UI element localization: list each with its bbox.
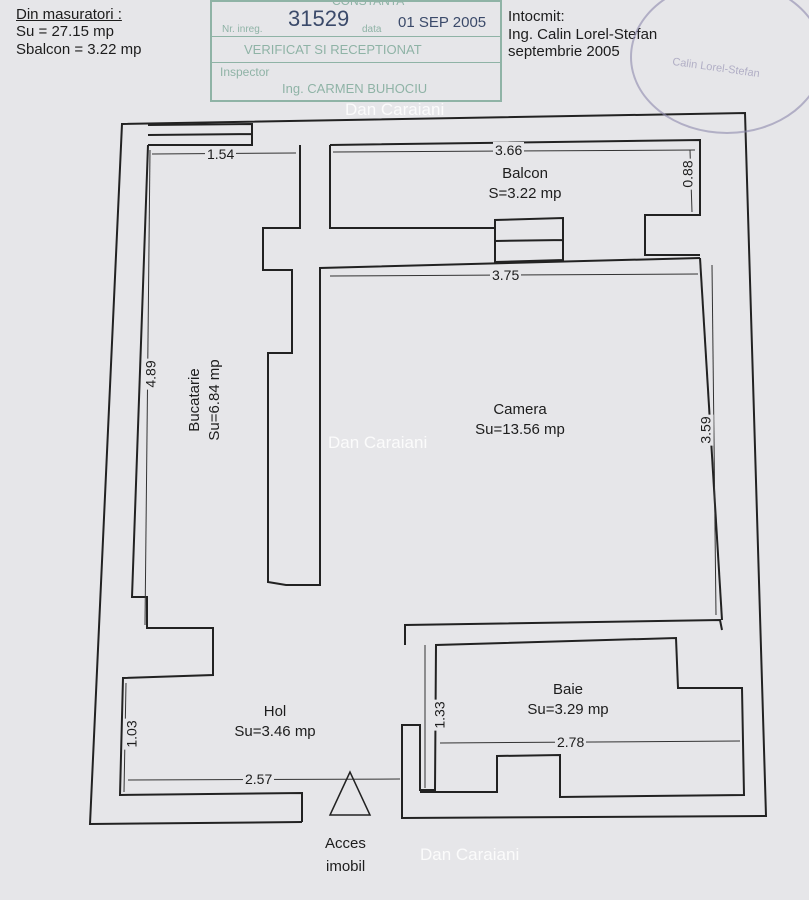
author-date: septembrie 2005 [508, 43, 620, 60]
stamp-inspector-label: Inspector [220, 65, 270, 79]
room-area: Su=3.46 mp [234, 723, 316, 740]
balcon-wall [329, 138, 701, 264]
camera-bottom-wall [404, 618, 723, 645]
room-area: Su=13.56 mp [475, 421, 565, 438]
stamp-date: 01 SEP 2005 [398, 14, 487, 31]
dim-baie-depth: 1.33 [431, 699, 448, 731]
dim-hol-width: 2.57 [243, 771, 275, 787]
dim-balcon-width: 3.66 [493, 142, 525, 158]
room-name: Baie [552, 681, 584, 698]
entrance-label-1: Acces [325, 835, 366, 852]
room-area: S=3.22 mp [488, 185, 562, 202]
dim-hol-depth: 1.03 [123, 718, 140, 750]
dim-kitchen-length: 4.89 [142, 358, 159, 390]
watermark-bottom: Dan Caraiani [420, 845, 520, 864]
kitchen-wall [118, 144, 303, 822]
outer-wall [88, 111, 768, 826]
room-name: Balcon [502, 165, 548, 182]
dim-camera-length: 3.59 [697, 414, 714, 446]
room-hol: Hol Su=3.46 mp [215, 702, 335, 742]
stamp-reg-label: Nr. inreg. [222, 24, 263, 35]
room-name: Bucatarie [186, 368, 203, 432]
measurements-title: Din masuratori : [16, 6, 122, 23]
stamp-verified: VERIFICAT SI RECEPTIONAT [244, 42, 422, 57]
watermark-center: Dan Caraiani [328, 433, 428, 452]
entrance-label-2: imobil [326, 858, 366, 875]
room-name: Camera [493, 401, 547, 418]
stamp-reg-number: 31529 [288, 6, 350, 31]
stamp-inspector-name: Ing. CARMEN BUHOCIU [282, 81, 428, 96]
verification-stamp: CONSTANTA Nr. inreg. 31529 data 01 SEP 2… [210, 0, 502, 102]
dim-balcon-depth: 0.88 [679, 158, 696, 190]
kitchen-top [147, 122, 253, 146]
partition-wall [262, 145, 701, 586]
room-camera: Camera Su=13.56 mp [460, 400, 580, 440]
room-bucatarie: Bucatarie Su=6.84 mp [185, 340, 225, 460]
dim-kitchen-width: 1.54 [205, 146, 237, 162]
author-label: Intocmit: [508, 8, 565, 25]
total-area: Su = 27.15 mp [16, 23, 114, 40]
seal-text: Calin Lorel-Stefan [671, 55, 761, 81]
dim-baie-width: 2.78 [555, 734, 587, 750]
round-seal: Calin Lorel-Stefan [630, 0, 809, 134]
entrance-triangle-icon [328, 770, 372, 816]
room-area: Su=3.29 mp [527, 701, 609, 718]
balcony-area: Sbalcon = 3.22 mp [16, 41, 142, 58]
watermark-top: Dan Caraiani [345, 100, 445, 119]
stamp-date-label: data [362, 24, 382, 35]
room-balcon: Balcon S=3.22 mp [480, 164, 570, 204]
stamp-city: CONSTANTA [332, 0, 405, 8]
author-name: Ing. Calin Lorel-Stefan [508, 26, 658, 43]
room-baie: Baie Su=3.29 mp [508, 680, 628, 720]
dim-camera-width: 3.75 [490, 267, 522, 283]
room-area: Su=6.84 mp [206, 359, 223, 441]
room-name: Hol [263, 703, 287, 720]
